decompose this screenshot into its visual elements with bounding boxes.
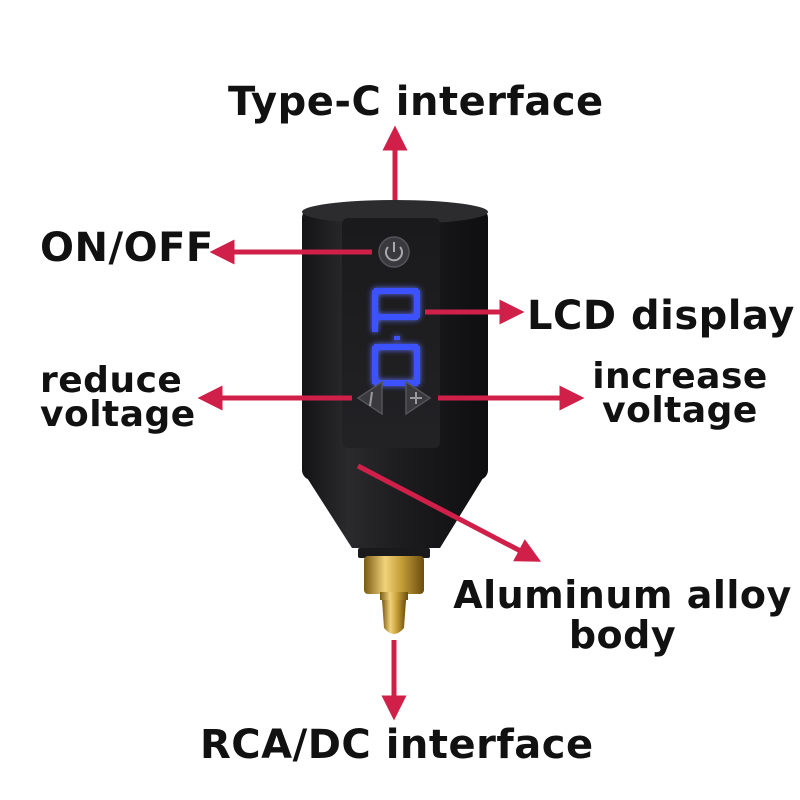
label-lcd-display: LCD display xyxy=(527,293,795,339)
label-aluminum-alloy-body: Aluminum alloy body xyxy=(445,575,800,655)
arrow-alloy xyxy=(356,463,542,562)
lcd-digit-9 xyxy=(372,288,420,332)
body-taper xyxy=(302,470,488,548)
label-alloy-line2: body xyxy=(568,613,677,657)
lcd-digit-0 xyxy=(372,344,420,386)
label-alloy-line1: Aluminum alloy xyxy=(453,573,792,617)
power-icon xyxy=(385,242,403,262)
label-rca-dc-interface: RCA/DC interface xyxy=(200,722,594,768)
label-typec-interface: Type-C interface xyxy=(228,79,604,125)
label-increase-voltage: increase voltage xyxy=(580,356,780,431)
callout-arrows xyxy=(197,125,585,721)
label-increase-line2: voltage xyxy=(602,390,758,431)
label-reduce-line2: voltage xyxy=(40,394,196,435)
label-reduce-voltage: reduce voltage xyxy=(40,360,196,435)
rca-connector xyxy=(358,548,430,634)
label-reduce-line1: reduce xyxy=(40,360,183,401)
lcd-decimal-point xyxy=(394,336,400,340)
minus-icon xyxy=(369,391,373,407)
plus-icon xyxy=(410,392,422,404)
lcd-display xyxy=(372,288,420,386)
label-increase-line1: increase xyxy=(592,356,768,397)
power-button[interactable] xyxy=(378,236,410,268)
minus-button[interactable] xyxy=(356,380,383,416)
label-on-off: ON/OFF xyxy=(40,225,214,271)
plus-button[interactable] xyxy=(405,380,432,416)
